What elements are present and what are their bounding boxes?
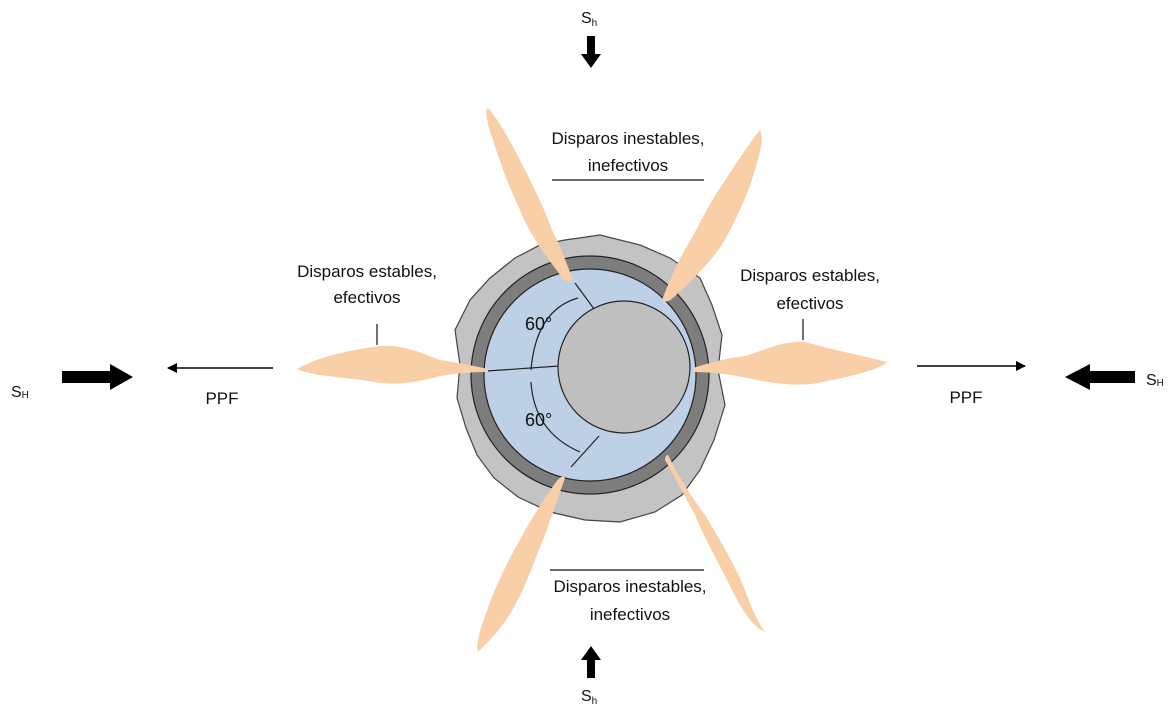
stress-label-left: SH xyxy=(11,384,29,401)
perforation-right xyxy=(693,341,888,385)
perforation-lower-left xyxy=(477,476,565,652)
perforation-upper-right xyxy=(662,130,762,302)
unstable-bottom-line2: inefectivos xyxy=(590,605,670,624)
sector-line-middle xyxy=(486,365,560,372)
stable-right-line1: Disparos estables, xyxy=(740,266,880,285)
angle-arc-upper xyxy=(530,297,579,371)
perforation-left xyxy=(297,345,488,384)
angle-label-upper: 60° xyxy=(525,314,552,334)
perforation-upper-left xyxy=(486,108,573,282)
stress-label-top: Sh xyxy=(581,10,597,29)
stress-label-right: SH xyxy=(1146,372,1164,389)
stable-left-line2: efectivos xyxy=(333,288,400,307)
unstable-top-line1: Disparos inestables, xyxy=(551,129,704,148)
angle-label-lower: 60° xyxy=(525,410,552,430)
stable-left-line1: Disparos estables, xyxy=(297,262,437,281)
unstable-bottom-line1: Disparos inestables, xyxy=(553,577,706,596)
ppf-label-left: PPF xyxy=(205,389,238,408)
stress-arrow-top xyxy=(581,36,601,68)
unstable-top-line2: inefectivos xyxy=(588,156,668,175)
stress-arrow-bottom xyxy=(581,646,601,678)
ppf-label-right: PPF xyxy=(949,388,982,407)
stable-right-line2: efectivos xyxy=(776,294,843,313)
stress-label-bottom: Sh xyxy=(581,688,597,706)
stress-arrow-left xyxy=(62,364,133,390)
wellbore-tool xyxy=(557,300,691,434)
angle-arc-lower xyxy=(530,381,581,453)
perforation-lower-right xyxy=(665,455,765,632)
sector-line-lower xyxy=(570,435,600,468)
stress-arrow-right xyxy=(1065,364,1135,390)
